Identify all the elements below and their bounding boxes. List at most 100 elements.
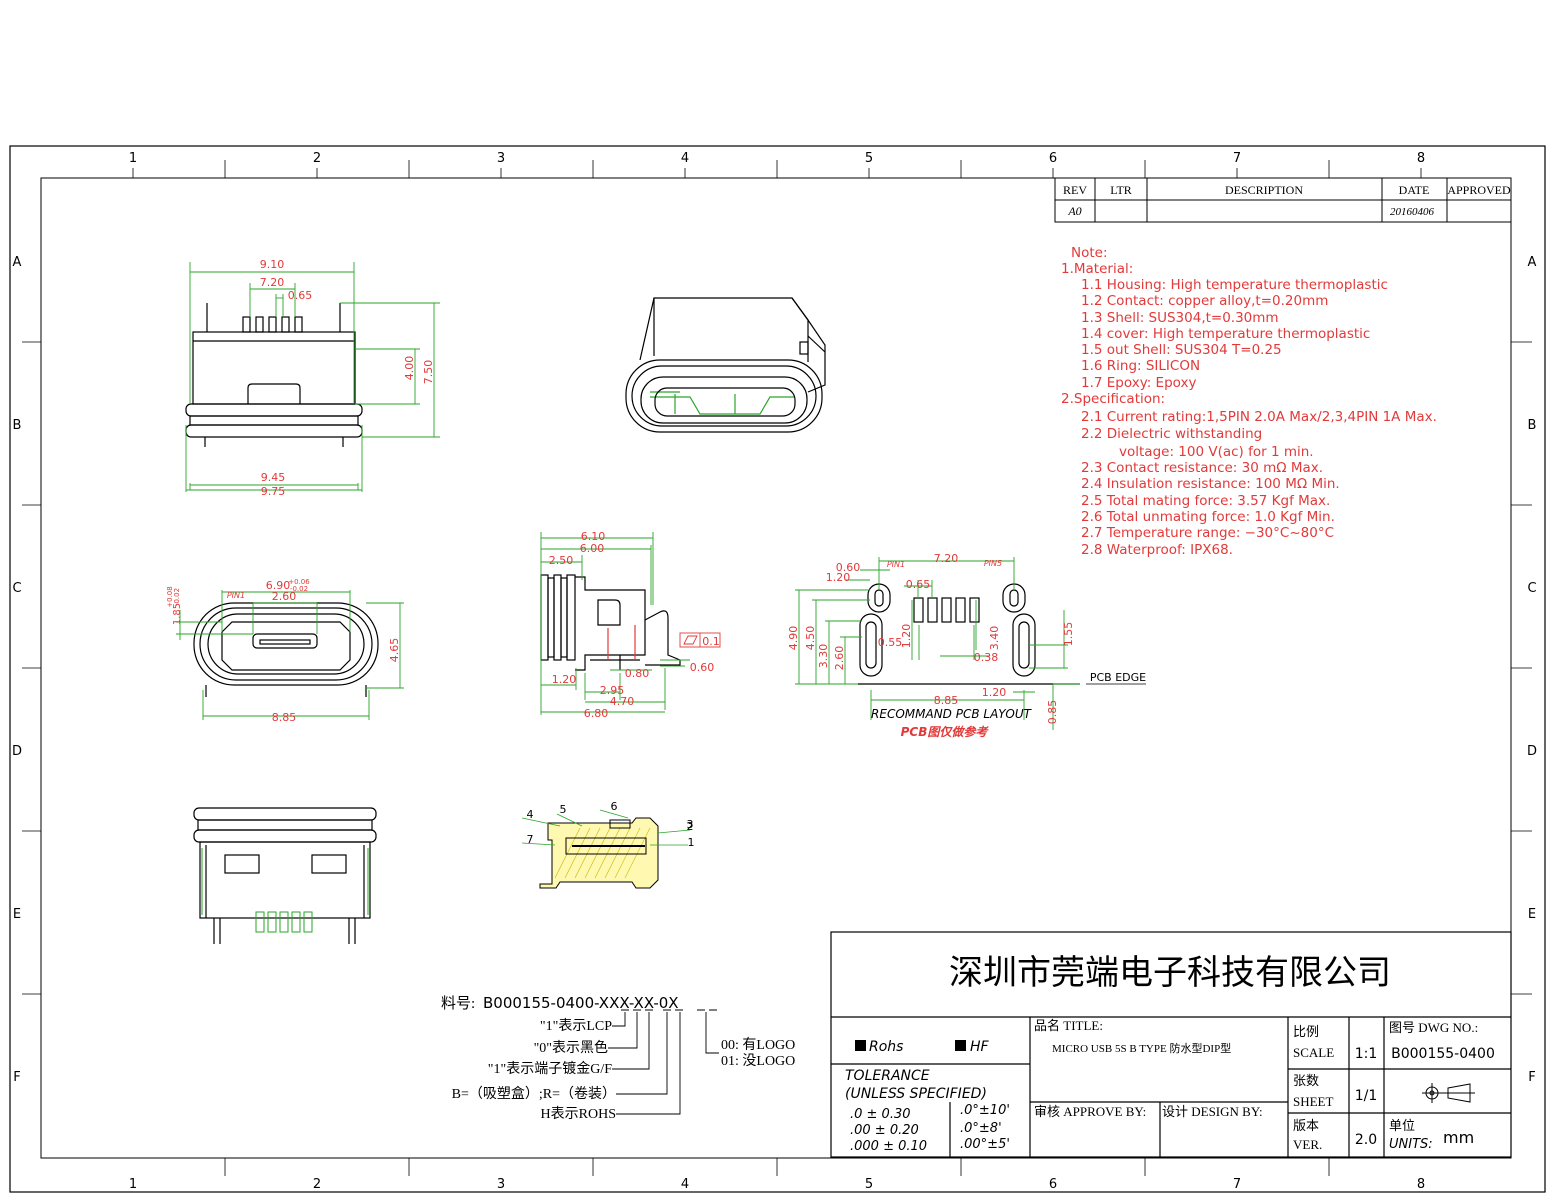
date-header: DATE xyxy=(1399,183,1430,197)
rev-header: REV xyxy=(1063,183,1087,197)
dim-label: 1.20 xyxy=(900,624,913,649)
col-label-bottom: 1 xyxy=(129,1177,137,1192)
bottom-view xyxy=(193,807,377,944)
description-header: DESCRIPTION xyxy=(1225,183,1303,197)
dim-label: 4.65 xyxy=(388,638,401,663)
col-label-bottom: 8 xyxy=(1417,1177,1425,1192)
note-line: 2.2 Dielectric withstanding xyxy=(1081,426,1262,442)
dim-tol: -0.02 xyxy=(290,585,308,593)
part-option: "0"表示黑色 xyxy=(534,1039,608,1056)
part-number-breakdown: 料号: B000155-0400-XXX-XX-0X "1"表示LCP "0"表… xyxy=(441,994,795,1122)
col-label-bottom: 6 xyxy=(1049,1177,1057,1192)
dim-label: 3.40 xyxy=(988,626,1001,651)
col-label-top: 3 xyxy=(497,151,505,166)
note-line: 2.6 Total unmating force: 1.0 Kgf Min. xyxy=(1081,509,1335,525)
pcb-layout: 0.60 1.20 PIN1 7.20 PIN5 0.65 4.90 4.50 … xyxy=(787,552,1146,739)
col-label-bottom: 3 xyxy=(497,1177,505,1192)
dwg-number: B000155-0400 xyxy=(1391,1046,1495,1062)
dim-label: 7.20 xyxy=(260,276,285,289)
dim-label: 6.00 xyxy=(580,542,605,555)
dim-label: 2.60 xyxy=(833,646,846,671)
angular-tolerance: .00°±5' xyxy=(960,1137,1010,1152)
angular-tolerance: .0°±10' xyxy=(960,1103,1010,1118)
pcb-edge-label: PCB EDGE xyxy=(1090,671,1146,684)
note-line: 2.1 Current rating:1,5PIN 2.0A Max/2,3,4… xyxy=(1081,409,1437,425)
dim-label: 6.80 xyxy=(584,707,609,720)
note-line: 1.7 Epoxy: Epoxy xyxy=(1081,375,1196,391)
dim-label: 2.60 xyxy=(272,590,297,603)
dim-label: 0.65 xyxy=(906,578,931,591)
dim-label: 9.75 xyxy=(261,485,286,498)
dim-label: 9.10 xyxy=(260,258,285,271)
linear-tolerance: .00 ± 0.20 xyxy=(850,1123,919,1138)
row-label-right: F xyxy=(1528,1070,1535,1085)
col-label-bottom: 5 xyxy=(865,1177,873,1192)
unit-cn: 单位 xyxy=(1389,1118,1415,1133)
row-label-right: D xyxy=(1527,744,1537,759)
front-view: PIN1 6.90 +0.06 -0.02 2.60 1.85 +0.08 -0… xyxy=(166,578,404,724)
scale-value: 1:1 xyxy=(1355,1046,1378,1062)
note-line: 2.Specification: xyxy=(1061,391,1165,407)
dim-label: 2.50 xyxy=(549,554,574,567)
callout-number: 5 xyxy=(560,803,567,816)
ver-cn: 版本 xyxy=(1293,1118,1319,1133)
row-label-left: B xyxy=(13,418,22,433)
notes-block: Note: 1.Material: 1.1 Housing: High temp… xyxy=(1061,245,1437,558)
dim-tol: -0.02 xyxy=(173,588,181,606)
callout-number: 7 xyxy=(527,833,534,846)
pin5-label: PIN5 xyxy=(984,559,1002,568)
col-label-top: 5 xyxy=(865,151,873,166)
dim-label: 1.20 xyxy=(826,571,851,584)
row-label-right: E xyxy=(1528,907,1536,922)
note-line: voltage: 100 V(ac) for 1 min. xyxy=(1119,444,1314,460)
pcb-reference-note: PCB图仅做参考 xyxy=(901,725,990,739)
scale-label: SCALE xyxy=(1293,1045,1334,1060)
part-option: "1"表示端子镀金G/F xyxy=(488,1060,612,1077)
callout-number: 3 xyxy=(687,818,694,831)
dim-label: 0.60 xyxy=(836,561,861,574)
frame-labels: 1 2 3 4 5 6 7 8 1 2 3 4 5 6 7 8 A B C D … xyxy=(12,151,1537,1192)
col-label-top: 4 xyxy=(681,151,689,166)
pin1-label: PIN1 xyxy=(887,560,905,569)
dim-label: 0.80 xyxy=(625,667,650,680)
approved-header: APPROVED xyxy=(1447,183,1511,197)
inner-frame xyxy=(40,177,1512,1159)
sheet-value: 1/1 xyxy=(1355,1088,1378,1104)
col-label-top: 8 xyxy=(1417,151,1425,166)
unit-value: mm xyxy=(1443,1128,1474,1147)
col-label-bottom: 4 xyxy=(681,1177,689,1192)
row-label-left: C xyxy=(12,581,21,596)
tolerance-value: 0.1 xyxy=(702,635,720,648)
top-view: 9.10 7.20 0.65 4.00 7.50 9.45 9.75 xyxy=(185,258,440,498)
note-line: Note: xyxy=(1071,245,1108,261)
title-block: 深圳市莞端电子科技有限公司 Rohs HF 品名 TITLE: MICRO US… xyxy=(830,931,1512,1158)
rohs-label: Rohs xyxy=(869,1039,903,1055)
dim-label: 2.95 xyxy=(600,684,625,697)
company-name: 深圳市莞端电子科技有限公司 xyxy=(949,954,1391,992)
col-label-top: 1 xyxy=(129,151,137,166)
dim-label: 9.45 xyxy=(261,471,286,484)
dim-label: 7.50 xyxy=(422,360,435,385)
callout-number: 4 xyxy=(527,808,534,821)
row-label-left: F xyxy=(13,1070,20,1085)
title-label: 品名 TITLE: xyxy=(1034,1018,1103,1033)
col-label-top: 7 xyxy=(1233,151,1241,166)
note-line: 1.3 Shell: SUS304,t=0.30mm xyxy=(1081,310,1279,326)
dim-label: 3.30 xyxy=(817,644,830,669)
logo-option: 00: 有LOGO xyxy=(721,1037,795,1053)
note-line: 2.8 Waterproof: IPX68. xyxy=(1081,542,1233,558)
pcb-layout-caption: RECOMMAND PCB LAYOUT xyxy=(871,707,1033,721)
col-label-bottom: 7 xyxy=(1233,1177,1241,1192)
callout-number: 1 xyxy=(688,836,695,849)
dim-label: 4.50 xyxy=(804,626,817,651)
section-view: 1 2 3 4 5 6 7 xyxy=(521,800,695,889)
dim-label: 1.55 xyxy=(1062,622,1075,647)
part-option: "1"表示LCP xyxy=(540,1018,612,1034)
outer-frame xyxy=(9,145,1546,1193)
callout-number: 6 xyxy=(611,800,618,813)
row-label-right: A xyxy=(1528,255,1537,270)
dim-label: 1.85 xyxy=(172,603,183,625)
title-value: MICRO USB 5S B TYPE 防水型DIP型 xyxy=(1052,1041,1231,1055)
note-line: 1.1 Housing: High temperature thermoplas… xyxy=(1081,277,1388,293)
scale-cn: 比例 xyxy=(1293,1024,1319,1039)
